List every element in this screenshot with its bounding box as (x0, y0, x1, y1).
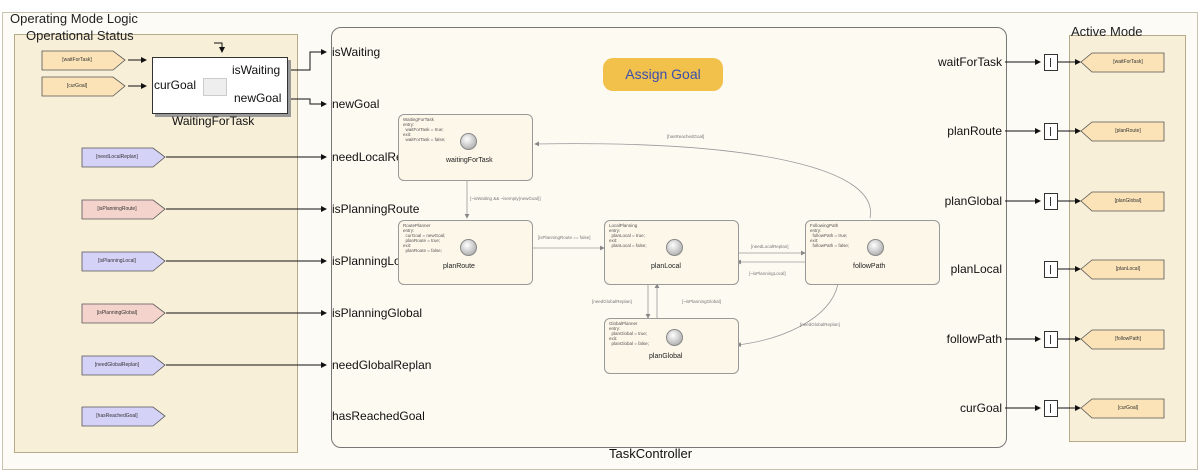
goto-block-plan-global[interactable]: [planGlobal] (1080, 191, 1165, 212)
state-code: WaitingForTask entry: waitForTask = true… (403, 117, 446, 142)
state-indicator-icon (460, 239, 477, 256)
goto-block-plan-local[interactable]: [planLocal] (1080, 259, 1165, 280)
subsystem-input-cur-goal: curGoal (154, 78, 197, 92)
state-indicator-icon (460, 133, 477, 150)
from-block-need-global-replan[interactable]: [needGlobalReplan] (81, 355, 166, 376)
transition-label: [~isPlanningGlobal] (682, 299, 721, 304)
transition-label: [needGlobalReplan] (592, 299, 632, 304)
from-block-is-planning-local[interactable]: [isPlanningLocal] (81, 251, 166, 272)
state-plan-global[interactable]: GlobalPlanner entry: planGlobal = true; … (604, 318, 739, 374)
controller-title: TaskController (609, 446, 693, 461)
subsystem-icon (203, 78, 227, 96)
transition-label: [needLocalReplan] (751, 244, 789, 249)
assign-goal-button[interactable]: Assign Goal (603, 58, 723, 91)
transition-label: [~isWaiting && ~isempty(newGoal)] (470, 196, 541, 201)
output-port-plan-route: planRoute (947, 124, 1002, 138)
state-indicator-icon (867, 239, 884, 256)
right-panel-title: Active Mode (1071, 24, 1143, 39)
from-block-cur-goal[interactable]: [curGoal] (41, 76, 126, 97)
transition-label: [~isPlanningLocal] (749, 271, 786, 276)
state-waiting-for-task[interactable]: WaitingForTask entry: waitForTask = true… (398, 114, 533, 181)
display-block-plan-global[interactable] (1044, 193, 1058, 210)
from-block-need-local-replan[interactable]: [needLocalReplan] (81, 147, 166, 168)
display-block-follow-path[interactable] (1044, 331, 1058, 348)
state-name: planLocal (651, 263, 681, 270)
state-plan-local[interactable]: LocalPlanning entry: planLocal = true; e… (604, 220, 739, 285)
input-port-is-waiting: isWaiting (332, 45, 381, 59)
transition-label: [hasReachedGoal] (667, 134, 705, 139)
state-indicator-icon (666, 239, 683, 256)
output-port-cur-goal: curGoal (959, 401, 1002, 415)
from-block-has-reached-goal[interactable]: [hasReachedGoal] (81, 406, 166, 427)
subsystem-title: WaitingForTask (172, 114, 255, 128)
subsystem-output-new-goal: newGoal (234, 91, 282, 105)
goto-block-wait-for-task[interactable]: [waitForTask] (1080, 52, 1165, 73)
input-port-is-planning-local: isPlanningLocal (332, 254, 417, 268)
state-code: GlobalPlanner entry: planGlobal = true; … (609, 321, 649, 346)
from-block-is-planning-global[interactable]: [isPlanningGlobal] (81, 303, 166, 324)
display-block-cur-goal[interactable] (1044, 400, 1058, 417)
input-port-new-goal: newGoal (332, 97, 380, 111)
output-port-plan-local: planLocal (950, 262, 1002, 276)
output-port-follow-path: followPath (946, 332, 1002, 346)
state-name: planRoute (443, 263, 475, 270)
transition-label: [needGlobalReplan] (800, 322, 840, 327)
state-code: LocalPlanning entry: planLocal = true; e… (609, 223, 647, 248)
state-name: followPath (853, 263, 886, 270)
input-port-is-planning-global: isPlanningGlobal (332, 306, 423, 320)
state-name: planGlobal (649, 353, 683, 360)
subsystem-output-is-waiting: isWaiting (232, 63, 281, 77)
input-port-has-reached-goal: hasReachedGoal (332, 409, 425, 423)
state-indicator-icon (666, 329, 683, 346)
goto-block-follow-path[interactable]: [followPath] (1080, 329, 1165, 350)
outer-title: Operating Mode Logic (10, 11, 138, 26)
output-port-wait-for-task: waitForTask (937, 55, 1002, 69)
goto-block-plan-route[interactable]: [planRoute] (1080, 121, 1165, 142)
state-code: RoutePlanner entry: curGoal = newGoal; p… (403, 223, 446, 253)
input-port-is-planning-route: isPlanningRoute (332, 202, 420, 216)
active-mode-panel (1069, 35, 1186, 442)
display-block-wait-for-task[interactable] (1044, 54, 1058, 71)
state-follow-path[interactable]: FollowingPath entry: followPath = true; … (805, 220, 940, 285)
waiting-for-task-subsystem[interactable] (152, 57, 288, 114)
display-block-plan-route[interactable] (1044, 123, 1058, 140)
from-block-is-planning-route[interactable]: [isPlanningRoute] (81, 199, 166, 220)
state-name: waitingForTask (446, 157, 493, 164)
state-code: FollowingPath entry: followPath = true; … (810, 223, 850, 248)
state-plan-route[interactable]: RoutePlanner entry: curGoal = newGoal; p… (398, 220, 533, 285)
input-port-need-global-replan: needGlobalReplan (332, 358, 432, 372)
from-block-wait-for-task[interactable]: [waitForTask] (41, 50, 126, 71)
display-block-plan-local[interactable] (1044, 261, 1058, 278)
goto-block-cur-goal[interactable]: [curGoal] (1080, 398, 1165, 419)
left-panel-title: Operational Status (26, 28, 134, 43)
output-port-plan-global: planGlobal (944, 194, 1002, 208)
transition-label: [isPlanningRoute == false] (538, 235, 591, 240)
